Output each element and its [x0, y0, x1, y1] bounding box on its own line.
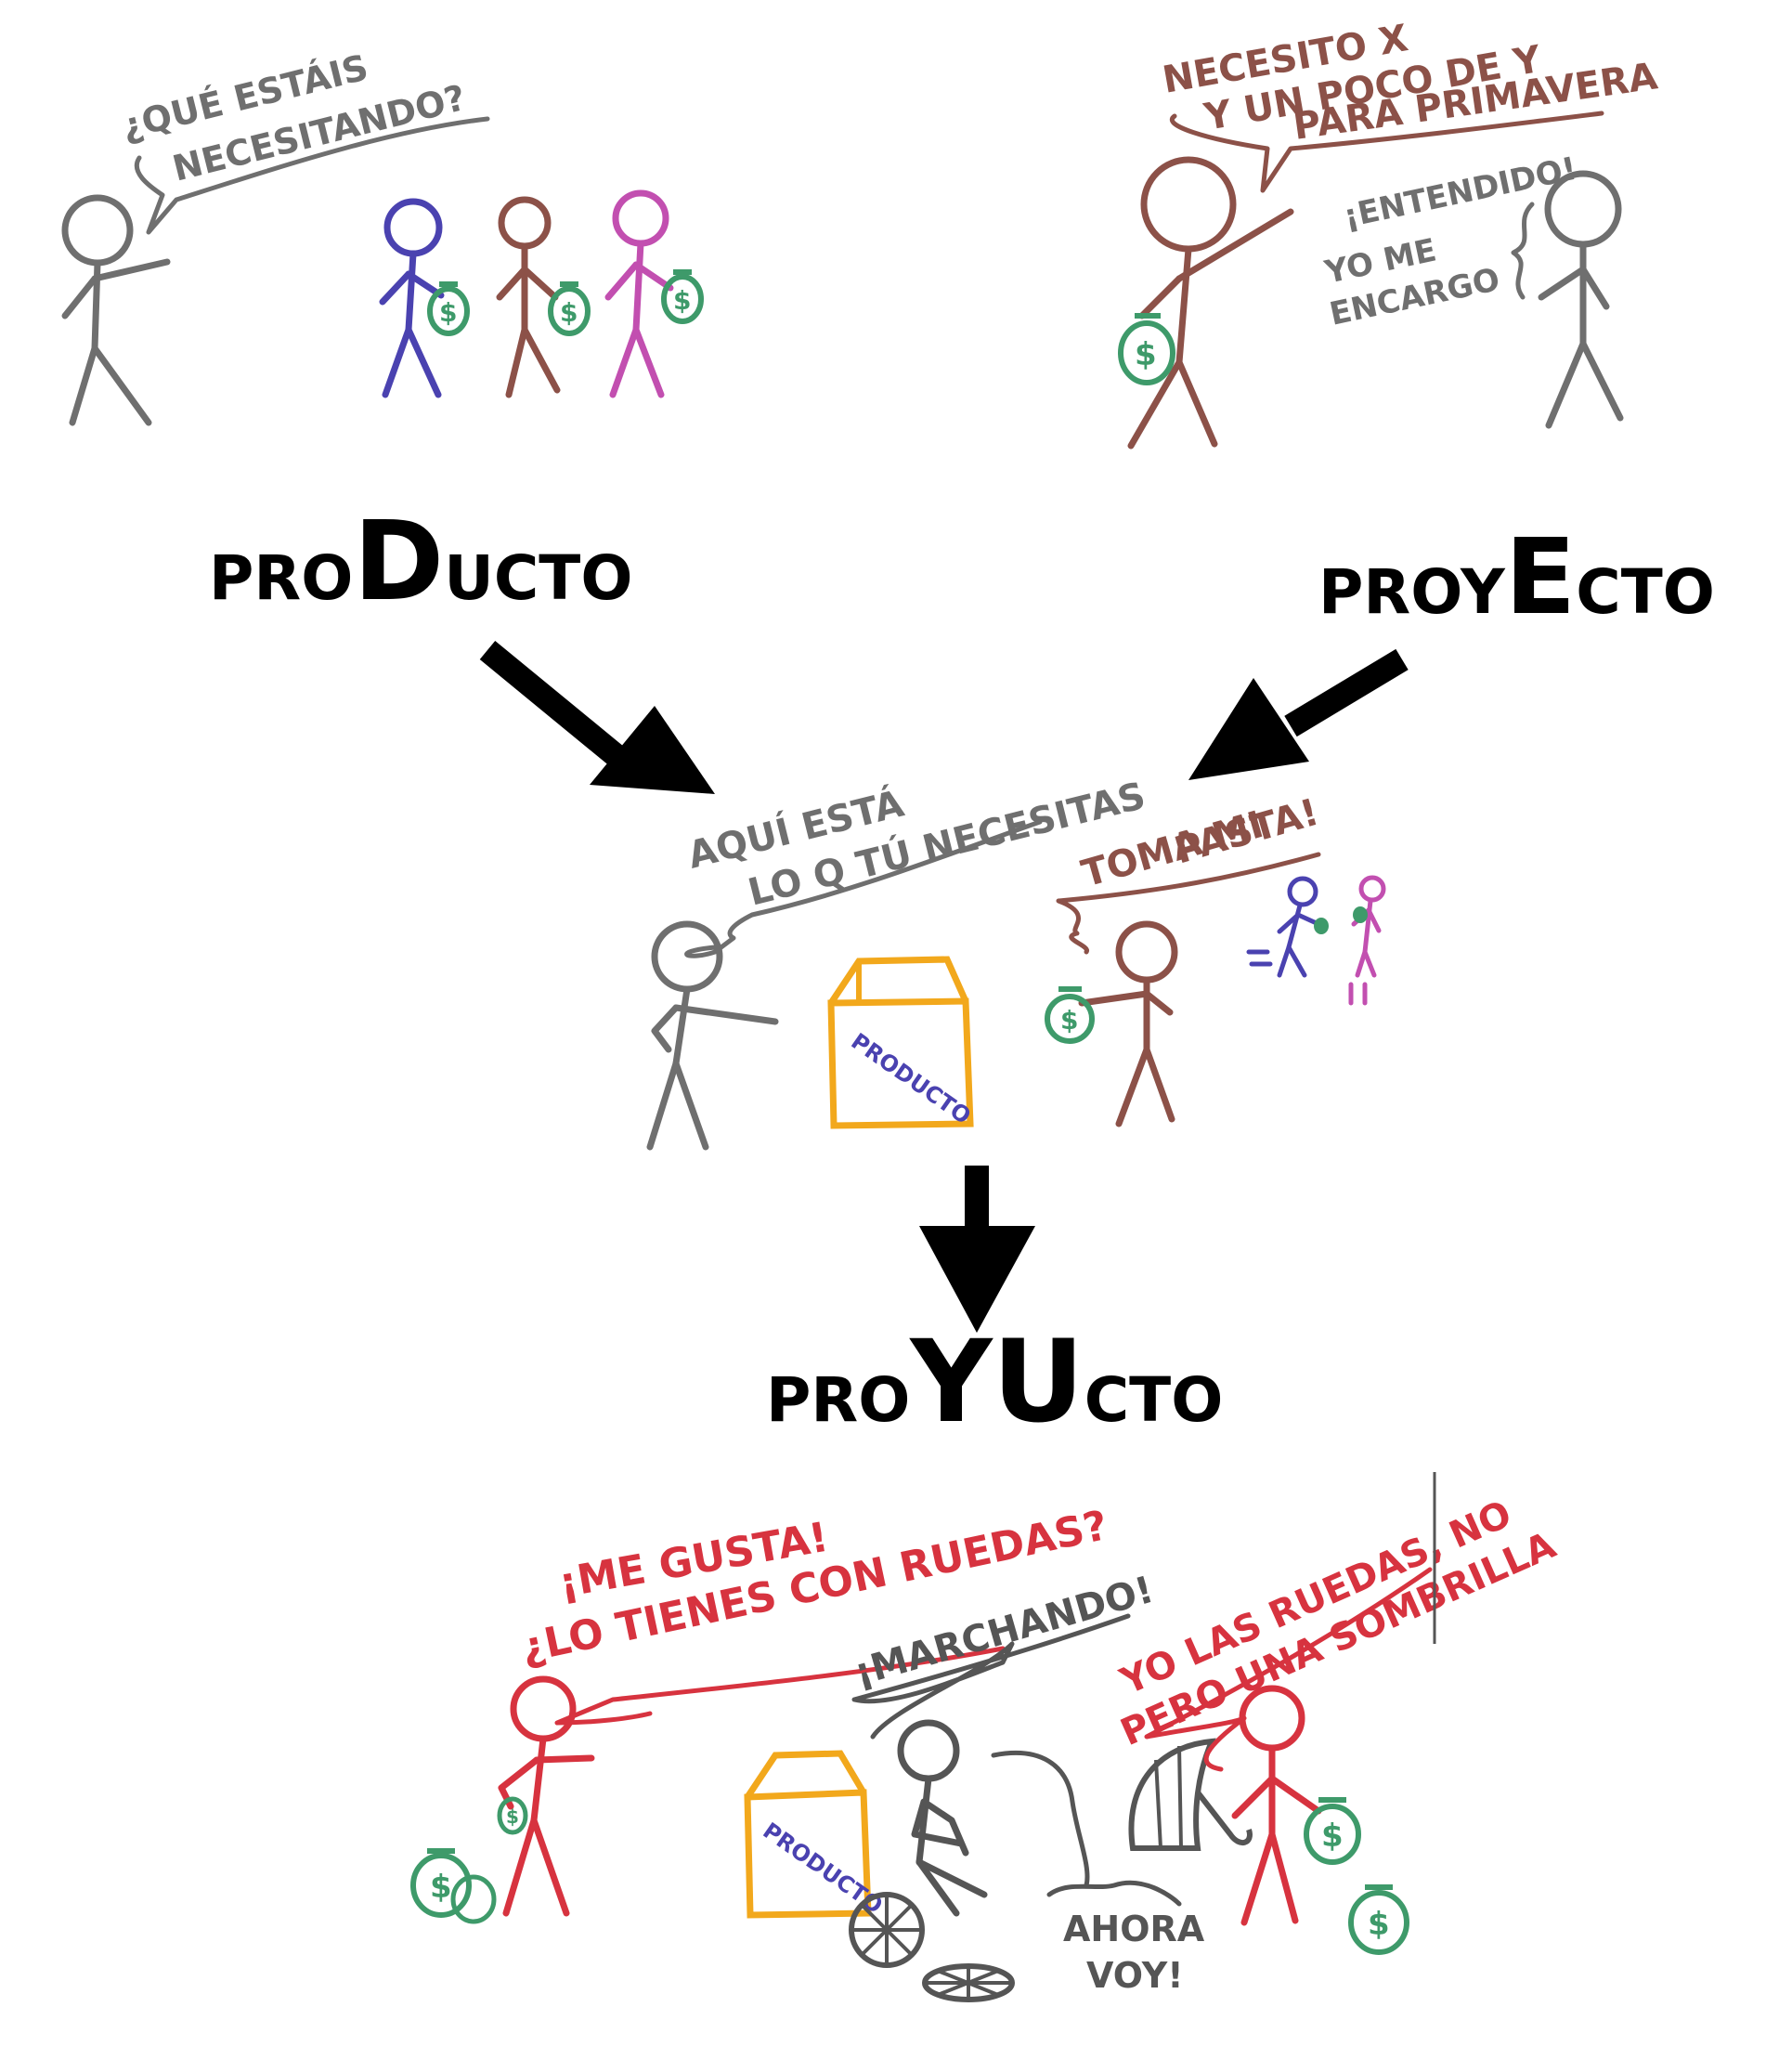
money-bag-icon: $ — [661, 269, 704, 324]
svg-text:PROYECTO: PROYECTO — [1318, 517, 1715, 638]
svg-text:PRODUCTO: PRODUCTO — [209, 497, 632, 625]
motion-swirl — [991, 1750, 1090, 1888]
top-right-reply-line1: ¡ENTENDIDO! — [1341, 150, 1580, 236]
panel-bottom: ¡ME GUSTA! ¿LO TIENES CON RUEDAS? $ $ ¡M… — [410, 1472, 1562, 2002]
money-bag-icon: $ — [427, 281, 470, 336]
bottom-client-tail — [554, 1646, 1006, 1726]
top-left-speech-tail — [135, 116, 490, 235]
other-figure-red — [1231, 1685, 1322, 1926]
svg-text:$: $ — [1060, 1005, 1078, 1036]
client-figure-red — [498, 1675, 595, 1917]
money-bag-icon — [450, 1874, 497, 1924]
ahora-line2: VOY! — [1086, 1955, 1184, 1996]
money-bag-icon: $ — [1045, 986, 1095, 1044]
money-bag-icon: $ — [1304, 1797, 1361, 1865]
wheel-icon — [922, 1963, 1015, 2002]
panel-top-right: NECESITO X Y UN POCO DE Y PARA PRIMAVERA… — [1118, 17, 1660, 450]
panel-middle: AQUÍ ESTÁ LO Q TÚ NECESITAS TOMA MI PAST… — [646, 773, 1386, 1151]
running-figure-blue — [1246, 876, 1321, 978]
panel-top-left: ¿QUÉ ESTÁIS NECESITANDO? — [61, 46, 704, 426]
top-right-speech-tail — [1170, 111, 1604, 193]
money-bag-icon: $ — [1118, 313, 1175, 385]
client-figure-brown — [1078, 920, 1178, 1127]
svg-text:$: $ — [506, 1805, 519, 1828]
client-figure-pink — [604, 189, 674, 398]
seller-figure-gray — [61, 194, 171, 426]
money-bag-icon — [1353, 906, 1368, 923]
wheel-icon — [849, 1892, 925, 1968]
svg-text:$: $ — [1321, 1818, 1344, 1855]
ahora-cloud — [1046, 1880, 1182, 1907]
svg-text:$: $ — [1135, 336, 1157, 373]
bottom-other-tail — [1144, 1567, 1433, 1772]
label-proyucto: PROYUCTO — [766, 1316, 1223, 1448]
svg-text:PROYUCTO: PROYUCTO — [766, 1316, 1223, 1448]
bottom-worker-tail — [851, 1613, 1131, 1740]
label-producto: PRODUCTO — [209, 497, 632, 625]
svg-text:$: $ — [560, 297, 578, 328]
money-bag-icon: $ — [497, 1796, 528, 1835]
client-figure-brown-large — [1127, 156, 1294, 450]
product-box: PRODUCTO — [744, 1750, 888, 1919]
svg-text:$: $ — [430, 1869, 452, 1906]
brace-mark — [1511, 202, 1535, 300]
middle-speech-tail — [684, 819, 1043, 958]
arrow-middle-to-proyucto — [919, 1166, 1035, 1333]
money-bag-icon: $ — [548, 281, 591, 336]
arrow-proyecto-to-middle — [1188, 648, 1409, 780]
ahora-line1: AHORA — [1063, 1909, 1205, 1949]
product-box: PRODUCTO — [827, 956, 976, 1129]
worker-figure-gray — [1538, 170, 1624, 429]
running-figure-pink — [1348, 875, 1386, 1006]
money-bag-icon: $ — [410, 1848, 472, 1918]
label-proyecto: PROYECTO — [1318, 517, 1715, 638]
worker-figure-gray — [897, 1719, 988, 1917]
product-box-label: PRODUCTO — [847, 1028, 976, 1129]
umbrella-icon — [1128, 1738, 1253, 1851]
client-figure-brown — [496, 196, 561, 398]
money-bag-icon: $ — [1348, 1884, 1409, 1955]
seller-figure-gray — [646, 920, 779, 1151]
money-bag-icon — [1314, 918, 1329, 934]
svg-text:$: $ — [439, 297, 457, 328]
arrow-producto-to-middle — [479, 640, 715, 794]
svg-text:$: $ — [673, 285, 691, 316]
svg-text:$: $ — [1368, 1906, 1390, 1943]
middle-client-tail — [1056, 852, 1321, 955]
